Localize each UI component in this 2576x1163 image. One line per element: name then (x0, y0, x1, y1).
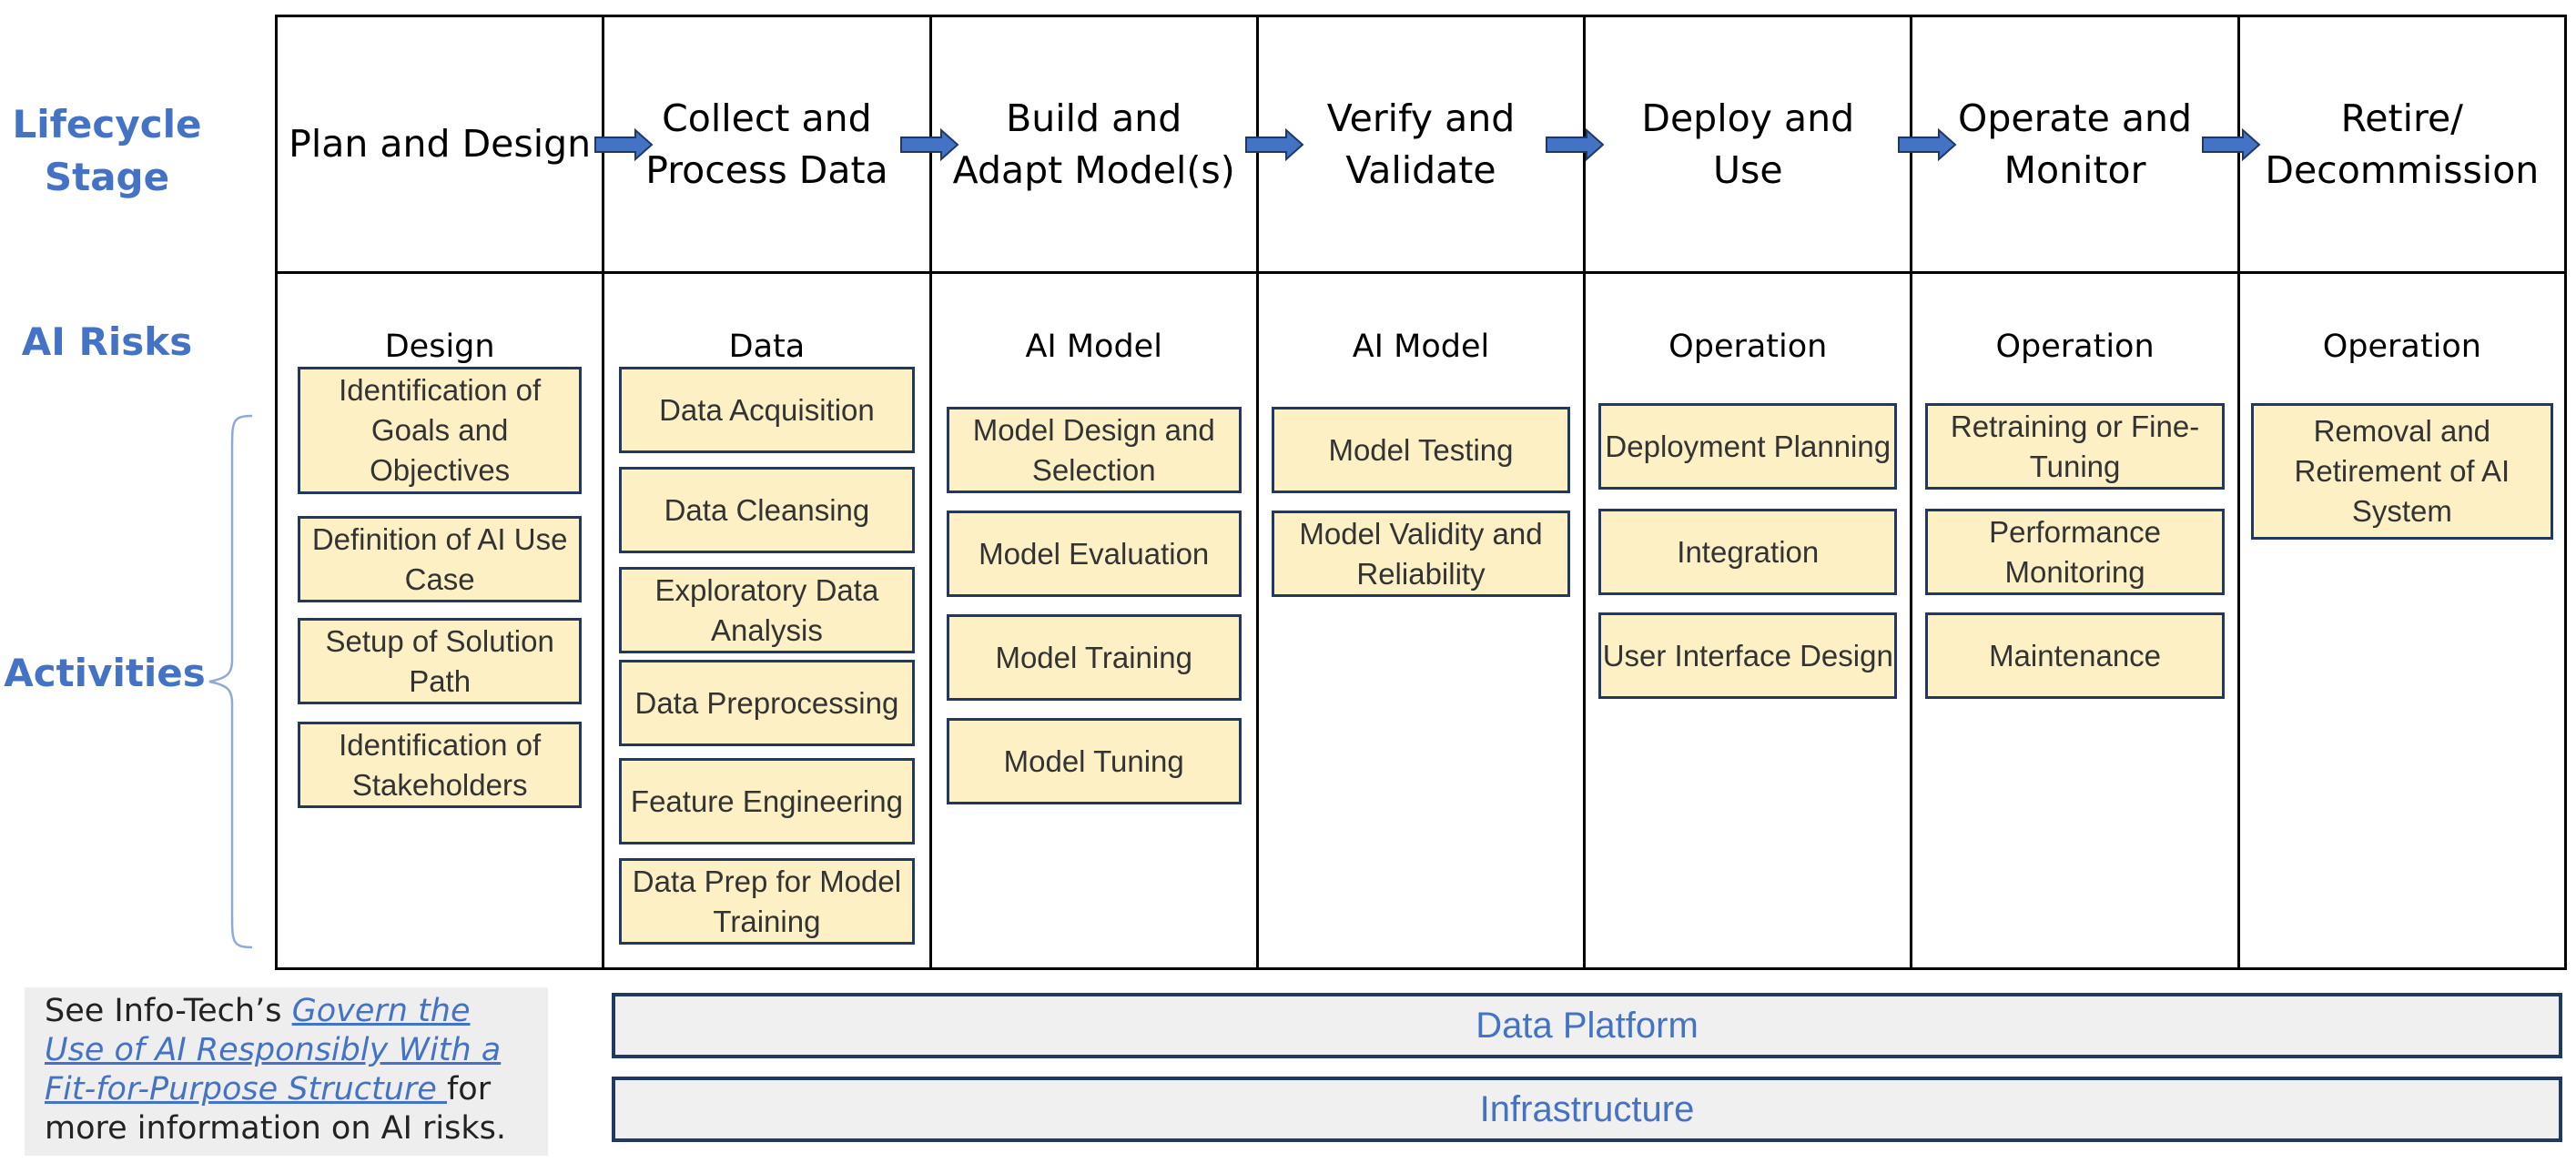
activity-box: Feature Engineering (619, 758, 915, 844)
activity-box: Retraining or Fine-Tuning (1925, 403, 2225, 490)
stage-name: Build and Adapt Model(s) (952, 96, 1235, 192)
risk-category: Operation (1668, 329, 1828, 365)
note-link[interactable]: Govern the Use of AI Responsibly With a … (45, 993, 502, 1107)
note-prefix: See Info-Tech’s (45, 993, 292, 1029)
activity-box: Data Preprocessing (619, 660, 915, 746)
activity-box: Setup of Solution Path (298, 618, 583, 704)
info-note: See Info-Tech’s Govern the Use of AI Res… (25, 987, 548, 1156)
arrow-right-icon (594, 128, 654, 161)
stage-name: Retire/ Decommission (2265, 96, 2540, 192)
arrow-right-icon (1898, 128, 1957, 161)
stage-name: Deploy and Use (1641, 96, 1855, 192)
stage-header: Retire/ Decommission (2239, 17, 2564, 274)
risk-category: Operation (1995, 329, 2155, 365)
activity-box: User Interface Design (1598, 612, 1898, 699)
risk-category: Data (728, 329, 806, 365)
data-platform-bar: Data Platform (612, 993, 2562, 1058)
activities-brace (208, 414, 253, 949)
stage-name: Verify and Validate (1326, 96, 1516, 192)
lifecycle-stage-label: Lifecycle Stage (12, 102, 202, 199)
stage-name: Plan and Design (289, 122, 592, 166)
activity-box: Model Evaluation (946, 511, 1242, 597)
stage-header: Build and Adapt Model(s) (931, 17, 1256, 274)
activity-box: Model Training (946, 614, 1242, 701)
arrow-right-icon (900, 128, 959, 161)
activity-box: Exploratory Data Analysis (619, 567, 915, 653)
stage-header: Operate and Monitor (1912, 17, 2237, 274)
risk-category: AI Model (1352, 329, 1490, 365)
activity-box: Identification of Goals and Objectives (298, 367, 583, 494)
activity-box: Maintenance (1925, 612, 2225, 699)
risk-category: Design (384, 329, 495, 365)
risk-category: AI Model (1025, 329, 1162, 365)
activity-box: Identification of Stakeholders (298, 722, 583, 808)
activity-box: Data Acquisition (619, 367, 915, 453)
stage-header: Collect and Process Data (604, 17, 929, 274)
activity-box: Deployment Planning (1598, 403, 1898, 490)
arrow-right-icon (1546, 128, 1605, 161)
activity-box: Model Validity and Reliability (1271, 511, 1571, 597)
arrow-right-icon (2202, 128, 2261, 161)
activity-box: Data Prep for Model Training (619, 858, 915, 945)
infrastructure-bar: Infrastructure (612, 1077, 2562, 1142)
arrow-right-icon (1245, 128, 1304, 161)
activity-box: Definition of AI Use Case (298, 516, 583, 602)
activity-box: Model Testing (1271, 407, 1571, 493)
stage-header: Verify and Validate (1258, 17, 1584, 274)
activities-label: Activities (4, 651, 206, 695)
stage-header: Deploy and Use (1586, 17, 1911, 274)
note-suffix: for more information on AI risks. (45, 1071, 507, 1147)
activity-box: Model Design and Selection (946, 407, 1242, 493)
stage-name: Collect and Process Data (645, 96, 888, 192)
activity-box: Removal and Retirement of AI System (2250, 403, 2553, 540)
stage-header: Plan and Design (278, 17, 603, 274)
activity-box: Performance Monitoring (1925, 509, 2225, 595)
activity-box: Data Cleansing (619, 467, 915, 553)
ai-risks-label: AI Risks (21, 319, 193, 364)
risk-category: Operation (2322, 329, 2481, 365)
activity-box: Integration (1598, 509, 1898, 595)
activity-box: Model Tuning (946, 718, 1242, 804)
stage-name: Operate and Monitor (1958, 96, 2193, 192)
